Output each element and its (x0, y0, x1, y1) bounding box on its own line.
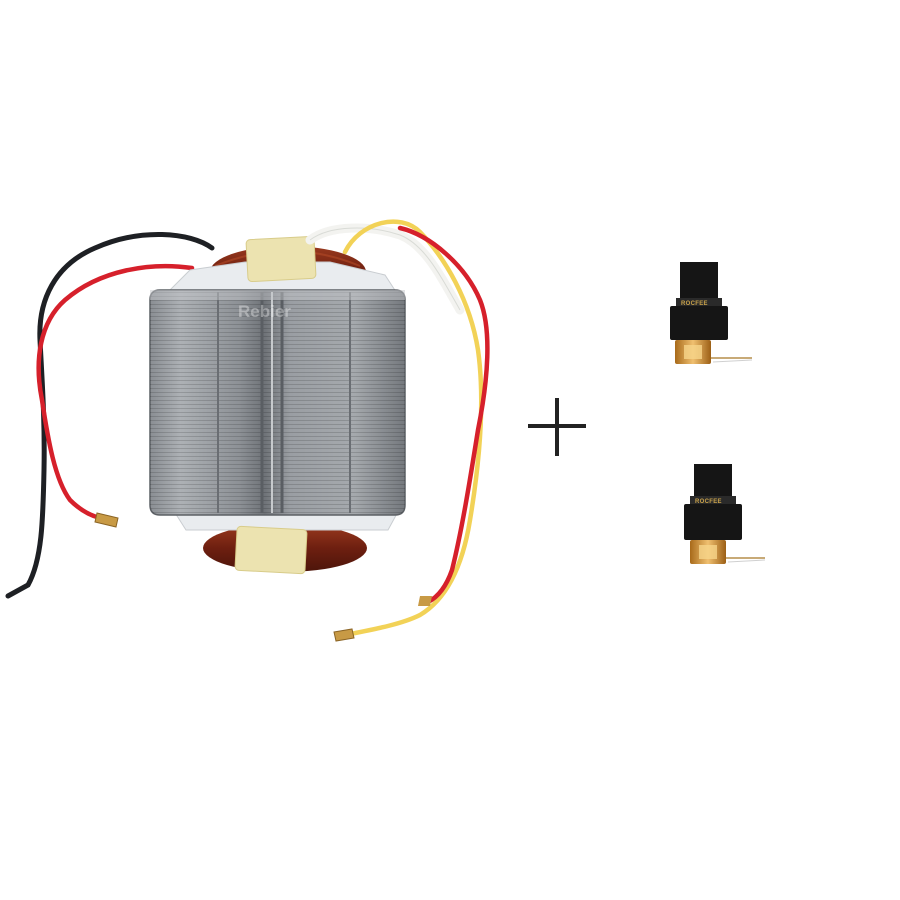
carbon-brush-bottom: ROCFEE (684, 464, 766, 564)
red-wire-left (36, 263, 195, 521)
top-tape (245, 235, 317, 283)
brush-label-top: ROCFEE (681, 301, 708, 307)
right-terminal-red (418, 596, 432, 606)
plus-sign (528, 398, 586, 456)
watermark: Rebier (238, 302, 291, 321)
bottom-tape (234, 525, 308, 575)
brush-label-bottom: ROCFEE (695, 499, 722, 505)
carbon-brush-top: ROCFEE (670, 262, 753, 364)
red-wire-right (397, 225, 490, 605)
left-terminal (94, 512, 119, 528)
stator: Rebier (5, 219, 490, 642)
right-terminal-yellow (333, 628, 355, 642)
